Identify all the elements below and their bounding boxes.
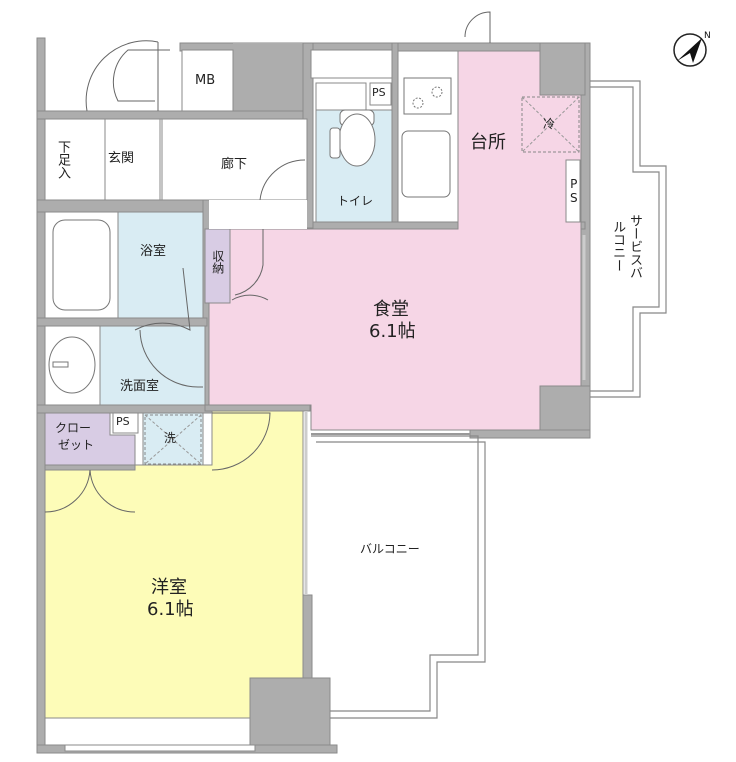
bathtub-icon: [52, 219, 111, 311]
label-closet-2: ゼット: [58, 438, 95, 452]
kitchen-sink-icon: [401, 130, 451, 198]
label-closet-1: クロー: [55, 421, 92, 435]
label-ps-closet: PS: [116, 415, 130, 428]
balcony-outline: [311, 435, 479, 712]
toilet-bowl-icon: [338, 113, 376, 167]
label-washroom: 洗面室: [120, 379, 160, 394]
label-washer: 洗: [164, 431, 177, 445]
label-western-name: 洋室: [151, 577, 187, 598]
label-service-balcony: サービスバルコニー: [610, 213, 642, 279]
label-bathroom: 浴室: [140, 244, 167, 259]
label-western-size: 6.1帖: [147, 599, 194, 620]
service-balcony-outline: [590, 80, 667, 398]
label-toilet: トイレ: [337, 194, 374, 208]
label-balcony: バルコニー: [360, 542, 420, 556]
label-ps-toilet: PS: [372, 86, 386, 99]
label-dining-name: 食堂: [373, 299, 409, 320]
label-shoes: 下足入: [54, 140, 70, 179]
label-entrance: 玄関: [108, 151, 135, 166]
label-mb: MB: [195, 73, 216, 88]
label-hallway: 廊下: [221, 157, 248, 172]
svg-text:N: N: [704, 31, 711, 41]
closet-area: [44, 412, 136, 466]
washer-space: [144, 414, 202, 465]
sink-icon: [48, 336, 96, 394]
label-ps-kitchen: PS: [566, 177, 581, 205]
label-kitchen: 台所: [470, 132, 506, 153]
label-dining-size: 6.1帖: [369, 321, 416, 342]
label-fridge: 冷: [543, 117, 556, 131]
doors: [44, 11, 491, 513]
label-storage: 収納: [210, 250, 225, 274]
compass-icon: N: [673, 31, 711, 67]
fridge-space: [521, 96, 580, 153]
walls: [36, 37, 591, 754]
stove-icon: [403, 77, 452, 115]
